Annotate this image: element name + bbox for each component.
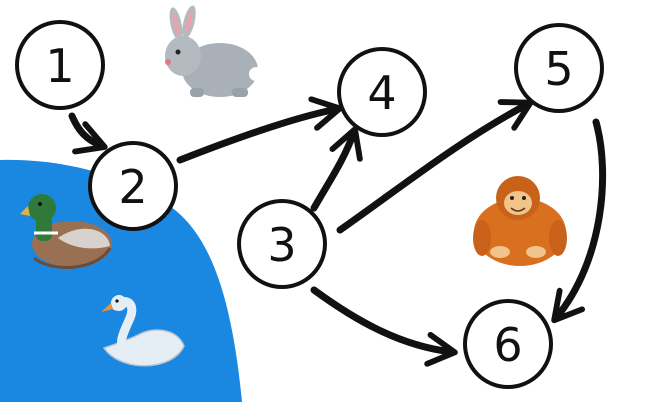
edge-2-to-4: [176, 96, 343, 164]
duck-icon: [20, 194, 112, 269]
edge-1-to-2: [68, 112, 108, 155]
edge-3-to-4: [310, 126, 363, 212]
swan-icon: [101, 295, 185, 367]
node-1-label: 1: [45, 39, 74, 93]
rabbit-icon: [165, 5, 263, 97]
node-6: 6: [463, 299, 553, 389]
node-1: 1: [15, 20, 105, 110]
node-3-label: 3: [267, 218, 296, 272]
edge-3-to-6: [310, 286, 458, 367]
edge-3-to-5: [336, 99, 534, 234]
node-6-label: 6: [493, 318, 522, 372]
node-3: 3: [237, 199, 327, 289]
node-2-label: 2: [118, 160, 147, 214]
edge-5-to-6: [551, 118, 607, 324]
node-5-label: 5: [544, 42, 573, 96]
edges: [68, 96, 607, 367]
node-2: 2: [88, 141, 178, 231]
node-4-label: 4: [367, 66, 396, 120]
node-4: 4: [337, 47, 427, 137]
orangutan-icon: [473, 176, 567, 266]
node-5: 5: [514, 23, 604, 113]
